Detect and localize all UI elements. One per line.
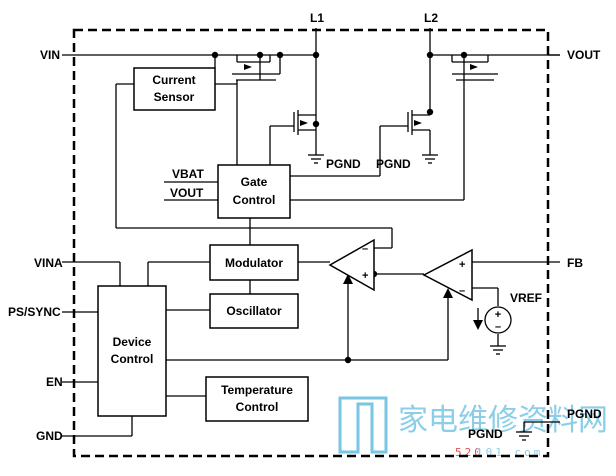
- current-sensor-label-1: Current: [152, 73, 195, 87]
- vref-source-icon: [484, 306, 512, 334]
- temperature-control-label-1: Temperature: [221, 383, 293, 397]
- modulator-label: Modulator: [225, 256, 283, 270]
- enable-arrow-icon: [443, 288, 453, 298]
- error-amp-minus: –: [459, 285, 465, 297]
- transistor-arrow-icon: [244, 64, 252, 70]
- pin-fb: FB: [567, 256, 583, 270]
- transistor-arrow-icon: [414, 120, 422, 126]
- pin-l1: L1: [310, 11, 324, 25]
- oscillator-block: Oscillator: [209, 293, 299, 329]
- wiring: [62, 28, 560, 441]
- pin-en: EN: [46, 375, 63, 389]
- pin-pgnd: PGND: [567, 407, 602, 421]
- pin-vout: VOUT: [567, 48, 601, 62]
- signal-pgnd-2: PGND: [376, 157, 411, 171]
- comparator-plus: +: [362, 270, 368, 282]
- pin-vina: VINA: [34, 256, 63, 270]
- watermark-text: 家电维修资料网: [398, 403, 608, 438]
- device-control-label-1: Device: [113, 335, 152, 349]
- temperature-control-block: Temperature Control: [205, 376, 309, 422]
- pin-gnd: GND: [36, 429, 63, 443]
- pin-ps-sync: PS/SYNC: [8, 305, 61, 319]
- signal-vref: VREF: [510, 291, 542, 305]
- device-control-label-2: Control: [111, 352, 154, 366]
- watermark-logo-icon: [338, 396, 388, 454]
- gate-control-block: Gate Control: [217, 164, 291, 219]
- transistor-arrow-icon: [470, 64, 478, 70]
- current-sensor-label-2: Sensor: [154, 90, 195, 104]
- signal-vout: VOUT: [170, 186, 204, 200]
- device-boundary: [72, 28, 550, 458]
- pin-l2: L2: [424, 11, 438, 25]
- vref-source-minus: –: [495, 321, 501, 333]
- transistor-arrow-icon: [300, 120, 308, 126]
- transistor-arrows: [244, 64, 483, 330]
- current-sensor-block: Current Sensor: [133, 67, 216, 111]
- vref-arrow-icon: [473, 320, 483, 330]
- error-amp: + –: [422, 248, 473, 302]
- error-amp-plus: +: [459, 259, 465, 271]
- temperature-control-label-2: Control: [236, 400, 279, 414]
- oscillator-label: Oscillator: [226, 304, 282, 318]
- junctions: [211, 51, 468, 364]
- vref-source-plus: +: [495, 309, 501, 321]
- modulator-block: Modulator: [209, 244, 299, 281]
- comparator-minus: –: [362, 243, 368, 255]
- pin-vin: VIN: [40, 48, 60, 62]
- enable-arrow-icon: [343, 274, 353, 284]
- gate-control-label-1: Gate: [241, 175, 268, 189]
- signal-vbat: VBAT: [172, 167, 204, 181]
- gate-control-label-2: Control: [233, 193, 276, 207]
- comparator-amp: – +: [328, 238, 375, 292]
- signal-pgnd-3: PGND: [468, 427, 503, 441]
- device-control-block: Device Control: [97, 285, 167, 417]
- signal-pgnd-1: PGND: [326, 157, 361, 171]
